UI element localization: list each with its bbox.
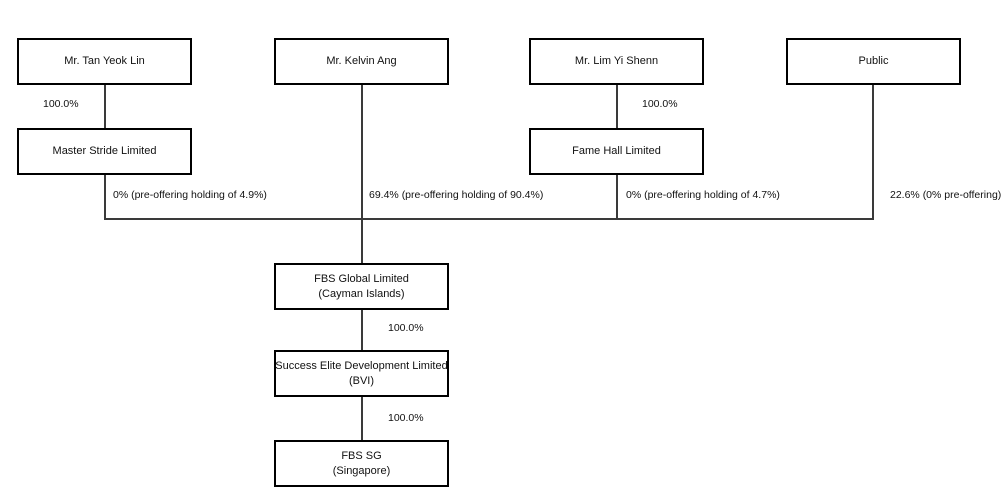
edge-label-fame-hall-to-fbs-global: 0% (pre-offering holding of 4.7%) [626, 189, 780, 201]
edge-label-tan-to-master-stride: 100.0% [43, 98, 79, 110]
node-label-line1: FBS Global Limited [314, 272, 409, 285]
node-public[interactable]: Public [786, 38, 961, 85]
connector-public-drop [872, 85, 874, 219]
node-label-line2: (Singapore) [332, 464, 391, 477]
connector-horizontal-bus [104, 218, 874, 220]
node-label-line1: Mr. Kelvin Ang [326, 55, 397, 67]
node-kelvin-ang[interactable]: Mr. Kelvin Ang [274, 38, 449, 85]
node-master-stride-limited[interactable]: Master Stride Limited [17, 128, 192, 175]
edge-label-master-stride-to-fbs-global: 0% (pre-offering holding of 4.9%) [113, 189, 267, 201]
node-fame-hall-limited[interactable]: Fame Hall Limited [529, 128, 704, 175]
node-label-line1: Fame Hall Limited [572, 145, 661, 157]
node-label-line1: Mr. Lim Yi Shenn [574, 55, 659, 67]
edge-label-fbs-global-to-success-elite: 100.0% [388, 322, 424, 334]
node-label-line1: Master Stride Limited [52, 145, 157, 157]
connector-success-elite-to-fbs-sg [361, 397, 363, 440]
node-label-line2: (BVI) [348, 374, 375, 387]
connector-master-stride-drop [104, 175, 106, 219]
node-fbs-sg[interactable]: FBS SG (Singapore) [274, 440, 449, 487]
connector-fame-hall-drop [616, 175, 618, 219]
connector-lim-to-fame-hall [616, 85, 618, 128]
edge-label-lim-to-fame-hall: 100.0% [642, 98, 678, 110]
node-label-line1: Success Elite Development Limited [275, 359, 448, 372]
node-tan-yeok-lin[interactable]: Mr. Tan Yeok Lin [17, 38, 192, 85]
connector-bus-to-fbs-global [361, 218, 363, 263]
node-success-elite-development-limited[interactable]: Success Elite Development Limited (BVI) [274, 350, 449, 397]
edge-label-success-elite-to-fbs-sg: 100.0% [388, 412, 424, 424]
connector-fbs-global-to-success-elite [361, 310, 363, 350]
node-label-line1: Mr. Tan Yeok Lin [64, 55, 145, 67]
connector-tan-to-master-stride [104, 85, 106, 128]
connector-kelvin-ang-drop [361, 85, 363, 219]
node-lim-yi-shenn[interactable]: Mr. Lim Yi Shenn [529, 38, 704, 85]
edge-label-public-to-fbs-global: 22.6% (0% pre-offering) [890, 189, 1002, 201]
node-fbs-global-limited[interactable]: FBS Global Limited (Cayman Islands) [274, 263, 449, 310]
node-label-line1: FBS SG [341, 449, 382, 462]
node-label-line2: (Cayman Islands) [318, 287, 405, 300]
edge-label-kelvin-ang-to-fbs-global: 69.4% (pre-offering holding of 90.4%) [369, 189, 544, 201]
node-label-line1: Public [858, 55, 889, 67]
